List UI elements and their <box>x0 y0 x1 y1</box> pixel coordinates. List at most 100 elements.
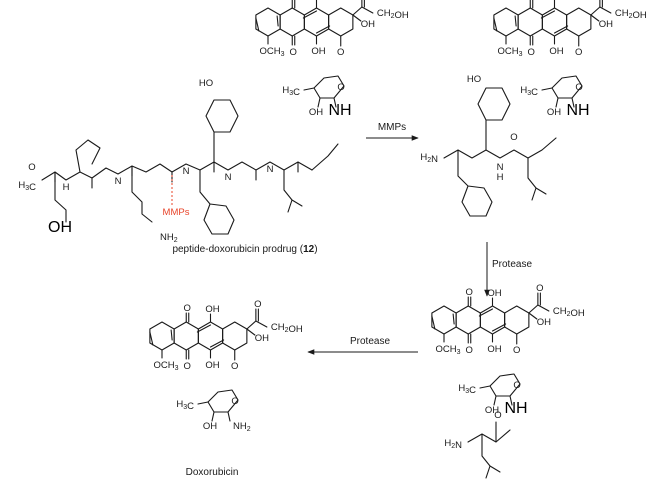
sugar-nh: NH <box>504 400 527 417</box>
ring-bond <box>328 7 354 37</box>
quinone-oxygen-top: O <box>184 303 191 314</box>
hphe-ring <box>457 149 493 217</box>
aromatic-bond <box>170 329 173 341</box>
tyr-ring <box>477 87 511 151</box>
glycoside-oxygen: O <box>513 345 520 356</box>
leu-backbone <box>467 429 511 443</box>
aromatic-bond <box>491 323 507 332</box>
aromatic-bond <box>196 324 212 333</box>
ketone-oxygen: O <box>254 299 261 310</box>
ring-bond <box>303 7 330 37</box>
aromatic-bond <box>553 25 569 34</box>
amine-bond <box>227 411 231 422</box>
aromatic-bond <box>149 331 154 346</box>
quinone-oxygen-bottom: O <box>290 47 297 58</box>
sugar-oh: OH <box>203 421 217 432</box>
oh-bond <box>246 328 256 336</box>
cit-sidechain <box>131 165 153 223</box>
oh-bond <box>352 14 362 22</box>
oh-bond <box>528 312 538 320</box>
quinone-bond <box>529 35 534 46</box>
sidechain-bond <box>590 0 601 16</box>
leu-sidechain <box>481 433 501 479</box>
methoxy-label: OCH3 <box>259 46 284 58</box>
terminal-amine: H2N <box>420 152 438 165</box>
methyl-label: H3C <box>176 399 194 412</box>
ring-bond <box>197 321 224 351</box>
quinone-bond <box>291 35 296 46</box>
molecule-layer: OOOHOHOCH3OCH2OHOHOOH3COHNHOH3CHNNNNOHNH… <box>18 0 647 479</box>
amide-n: N <box>267 164 274 175</box>
ring-bond <box>541 7 568 37</box>
aromatic-bond <box>209 339 225 348</box>
sidechain-bond <box>352 0 363 16</box>
hydroxymethyl-label: CH2OH <box>615 8 647 21</box>
phenol-oh-bottom: OH <box>549 46 563 57</box>
methoxy-label: OCH3 <box>497 46 522 58</box>
sugar-oh: OH <box>485 405 499 416</box>
aromatic-bond <box>302 10 318 19</box>
methyl-bond <box>303 87 315 91</box>
arrow-mmps-label: MMPs <box>378 122 406 133</box>
ring-oxygen: O <box>575 82 582 93</box>
amine-bond <box>509 395 513 406</box>
text-layer: peptide-doxorubicin prodrug (12)Doxorubi… <box>172 244 317 478</box>
aromatic-bond <box>514 15 517 27</box>
methyl-label: H3C <box>520 85 538 98</box>
amine-bond <box>333 97 337 108</box>
sugar-amine: NH2 <box>233 421 251 433</box>
leu-sidechain <box>283 169 303 213</box>
amide-n: N <box>497 162 504 173</box>
phenol-oh-top: OH <box>549 0 563 1</box>
phenol-oh-bottom: OH <box>487 344 501 355</box>
tyr-hydroxyl: HO <box>467 74 481 85</box>
ring-bond <box>566 7 592 37</box>
oh-bond <box>211 411 215 422</box>
ring-bond <box>479 305 506 335</box>
acetyl-oxygen: O <box>28 162 35 173</box>
aromatic-bond <box>493 17 498 32</box>
methyl-bond <box>541 87 553 91</box>
sidechain-bond <box>599 6 612 14</box>
sidechain-bond <box>528 292 539 314</box>
sugar-oh: OH <box>547 107 561 118</box>
hydroxymethyl-label: CH2OH <box>377 8 409 21</box>
methoxy-label: OCH3 <box>153 360 178 372</box>
quinone-bond <box>467 333 472 344</box>
prodrug-caption: peptide-doxorubicin prodrug (12) <box>172 244 317 255</box>
sugar-oh: OH <box>309 107 323 118</box>
ring-bond <box>504 305 530 335</box>
aromatic-bond <box>431 315 436 330</box>
ring-bond <box>431 305 457 335</box>
cleavage-label: MMPs <box>163 207 190 218</box>
aromatic-bond <box>276 15 279 27</box>
leu-sidechain <box>527 157 547 201</box>
hydroxymethyl-label: CH2OH <box>553 306 585 319</box>
sidechain-bond <box>537 304 550 312</box>
amide-o: O <box>510 132 517 143</box>
ring-bond <box>222 321 248 351</box>
quinone-oxygen-bottom: O <box>528 47 535 58</box>
phenol-oh-top: OH <box>311 0 325 1</box>
quinone-bond <box>291 0 296 9</box>
glycoside-oxygen: O <box>575 47 582 58</box>
ring-bond <box>173 321 199 351</box>
ring-bond <box>149 321 175 351</box>
methyl-label: H3C <box>282 85 300 98</box>
glu-sidechain <box>54 171 67 223</box>
tyr-ring <box>205 99 239 163</box>
sidechain-bond <box>246 308 257 330</box>
oh-bond <box>555 97 559 108</box>
amine-bond <box>571 97 575 108</box>
sugar-nh: NH <box>328 102 351 119</box>
linker-bond <box>311 143 339 171</box>
